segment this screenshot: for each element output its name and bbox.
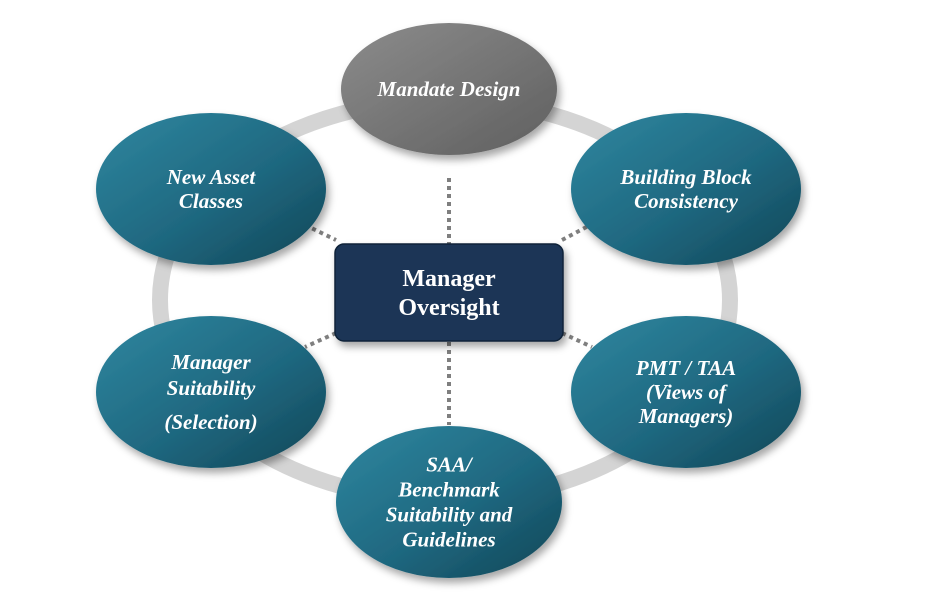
node-manager-suitability-label-line-3: (Selection) xyxy=(164,410,257,434)
center-node[interactable]: Manager Oversight xyxy=(334,243,564,342)
connector-top-left xyxy=(304,223,337,242)
node-saa-benchmark-label-line-3: Suitability and xyxy=(386,503,513,527)
node-pmt-taa-ellipse xyxy=(571,316,801,468)
node-manager-suitability-label-line-1: Manager xyxy=(170,350,251,374)
center-label-line-2: Oversight xyxy=(398,295,499,321)
node-building-block-consistency-ellipse xyxy=(571,113,801,265)
node-mandate-design[interactable]: Mandate Design xyxy=(341,23,557,155)
connector-bottom-right xyxy=(561,331,593,349)
node-new-asset-classes-ellipse xyxy=(96,113,326,265)
center-label-line-1: Manager xyxy=(402,266,496,292)
connector-bottom-left xyxy=(304,331,337,349)
node-saa-benchmark-label-line-2: Benchmark xyxy=(397,478,500,502)
node-new-asset-classes-label-line-1: New Asset xyxy=(166,165,257,189)
connector-top-right xyxy=(561,222,593,242)
node-pmt-taa-label-line-1: PMT / TAA xyxy=(635,356,736,380)
node-building-block-consistency-label-line-1: Building Block xyxy=(619,165,752,189)
node-manager-suitability-ellipse xyxy=(96,316,326,468)
node-saa-benchmark-label-line-4: Guidelines xyxy=(402,528,495,552)
node-saa-benchmark-label-line-1: SAA/ xyxy=(426,453,474,477)
node-building-block-consistency-label-line-2: Consistency xyxy=(634,189,739,213)
node-manager-suitability-label-line-2: Suitability xyxy=(167,376,256,400)
node-new-asset-classes-label-line-2: Classes xyxy=(179,189,243,213)
center-box xyxy=(334,243,564,342)
node-pmt-taa-label-line-3: Managers) xyxy=(638,404,734,428)
node-mandate-design-ellipse xyxy=(341,23,557,155)
node-mandate-design-label-line-1: Mandate Design xyxy=(377,77,521,101)
node-saa-benchmark-ellipse xyxy=(336,426,562,578)
connectors xyxy=(304,178,593,425)
node-pmt-taa-label-line-2: (Views of xyxy=(646,380,728,404)
